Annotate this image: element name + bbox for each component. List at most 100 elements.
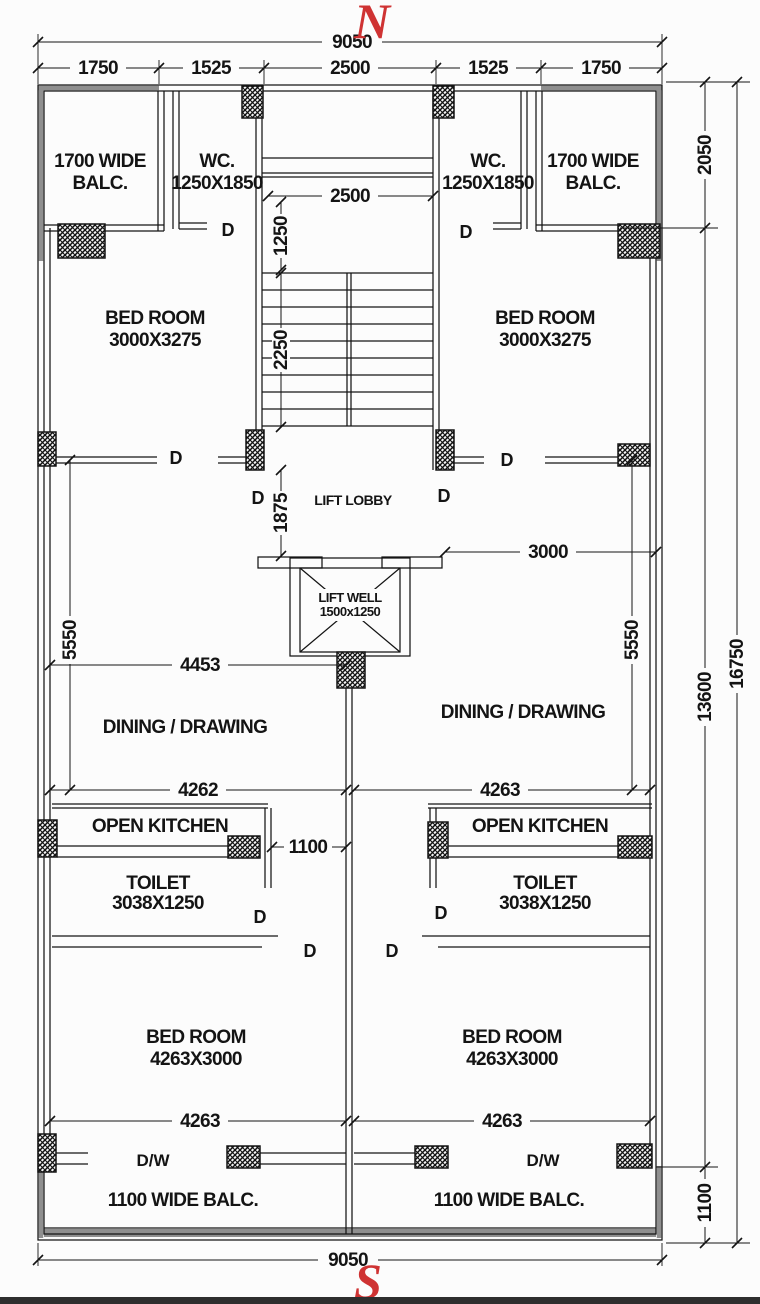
dim-seg-1750-right: 1750 xyxy=(581,58,621,79)
dining-right-label: DINING / DRAWING xyxy=(441,702,606,723)
column-hatch xyxy=(37,431,57,467)
south-indicator: S xyxy=(354,1253,382,1304)
dim-right-2050: 2050 xyxy=(695,135,716,175)
staircase xyxy=(262,272,433,427)
dim-kitchen-4263: 4263 xyxy=(480,780,520,801)
balcony-bottom-right-label: 1100 WIDE BALC. xyxy=(434,1190,584,1211)
outer-wall xyxy=(37,84,663,1241)
door-labels: D D D D D D D D D D xyxy=(170,220,514,961)
bedroom-bottom-right-label: BED ROOM xyxy=(462,1027,562,1048)
bedroom-top-left-label: BED ROOM xyxy=(105,308,205,329)
dim-landing-1250: 1250 xyxy=(271,216,292,256)
wc-right-label: WC. xyxy=(470,151,505,172)
door-label: D xyxy=(304,941,317,961)
dim-seg-1525-left: 1525 xyxy=(191,58,232,79)
dim-bedroom-4263-left: 4263 xyxy=(180,1111,220,1132)
column-hatch xyxy=(226,1145,261,1169)
bedroom-bottom-left-label: BED ROOM xyxy=(146,1027,246,1048)
column-hatch xyxy=(617,835,653,859)
north-indicator: N xyxy=(353,0,392,49)
stair-treads xyxy=(262,272,433,427)
photo-edge xyxy=(0,1297,760,1304)
door-label: D xyxy=(460,222,473,242)
bedroom-top-right-label: BED ROOM xyxy=(495,308,595,329)
dimension-labels: 9050 1750 1525 2500 1525 1750 2050 13600… xyxy=(60,32,748,1271)
door-label: D xyxy=(170,448,183,468)
lift-well-label: LIFT WELL xyxy=(318,590,382,605)
balcony-wall-gray xyxy=(38,85,662,1238)
toilet-right-size: 3038X1250 xyxy=(499,893,591,914)
dim-lobby-1875: 1875 xyxy=(271,492,292,533)
columns xyxy=(37,85,661,1173)
balcony-top-left-label2: BALC. xyxy=(72,173,127,194)
dim-dining-5550-left: 5550 xyxy=(60,620,81,660)
balcony-top-left-label: 1700 WIDE xyxy=(54,151,146,172)
column-hatch xyxy=(245,429,265,471)
column-hatch xyxy=(435,429,455,471)
wc-left-label: WC. xyxy=(199,151,234,172)
column-hatch xyxy=(37,1133,57,1173)
extension-lines xyxy=(37,34,750,1266)
dim-right-13600: 13600 xyxy=(695,672,716,722)
balcony-top-right-label2: BALC. xyxy=(565,173,620,194)
label-backgrounds xyxy=(61,32,746,1270)
dimension-ticks xyxy=(32,36,743,1266)
column-hatch xyxy=(616,1143,653,1169)
balcony-bottom-left-label: 1100 WIDE BALC. xyxy=(108,1190,258,1211)
dim-stair-2250: 2250 xyxy=(271,330,292,370)
dim-landing-2500: 2500 xyxy=(330,186,370,207)
column-hatch xyxy=(617,443,651,467)
column-hatch xyxy=(37,819,58,858)
wc-right-size: 1250X1850 xyxy=(442,173,534,194)
room-labels: 1700 WIDE BALC. 1700 WIDE BALC. WC. 1250… xyxy=(54,151,639,1211)
door-label: D xyxy=(501,450,514,470)
column-hatch xyxy=(241,85,264,119)
dim-seg-1750-left: 1750 xyxy=(78,58,118,79)
balcony-walls xyxy=(38,85,662,1238)
dim-seg-1525-right: 1525 xyxy=(468,58,509,79)
kitchen-right-label: OPEN KITCHEN xyxy=(472,816,608,837)
dw-left-label: D/W xyxy=(136,1151,170,1170)
dw-right-label: D/W xyxy=(526,1151,560,1170)
dim-total-width-bottom: 9050 xyxy=(328,1250,368,1271)
door-label: D xyxy=(438,486,451,506)
toilet-left-label: TOILET xyxy=(126,873,191,894)
bedroom-top-right-size: 3000X3275 xyxy=(499,330,592,351)
wc-left-size: 1250X1850 xyxy=(171,173,263,194)
lift-lobby-label: LIFT LOBBY xyxy=(314,492,393,508)
dim-kitchen-1100: 1100 xyxy=(289,837,328,858)
compass: N S xyxy=(353,0,392,1304)
dim-kitchen-4262: 4262 xyxy=(178,780,218,801)
column-hatch xyxy=(617,223,661,259)
dim-right-16750: 16750 xyxy=(727,639,748,689)
door-label: D xyxy=(254,907,267,927)
column-hatch xyxy=(414,1145,449,1169)
column-hatch xyxy=(227,835,261,859)
lift-well-size: 1500x1250 xyxy=(320,604,381,619)
dim-dining-5550-right: 5550 xyxy=(622,620,643,660)
outer-wall-inner-face xyxy=(43,90,657,1235)
dining-left-label: DINING / DRAWING xyxy=(103,717,268,738)
walls xyxy=(37,84,663,1241)
column-hatch xyxy=(427,821,449,859)
dim-lift-3000: 3000 xyxy=(528,542,568,563)
dim-total-width-top: 9050 xyxy=(332,32,372,53)
dim-right-1100: 1100 xyxy=(695,1184,716,1223)
door-label: D xyxy=(252,488,265,508)
lift-jamb-right xyxy=(381,556,443,569)
bedroom-bottom-left-size: 4263X3000 xyxy=(150,1049,242,1070)
balcony-top-right-label: 1700 WIDE xyxy=(547,151,639,172)
toilet-left-size: 3038X1250 xyxy=(112,893,204,914)
dim-dining-4453: 4453 xyxy=(180,655,220,676)
column-hatch xyxy=(57,223,106,259)
door-label: D xyxy=(222,220,235,240)
toilet-right-label: TOILET xyxy=(513,873,578,894)
dim-seg-2500-top: 2500 xyxy=(330,58,370,79)
bedroom-top-left-size: 3000X3275 xyxy=(109,330,202,351)
kitchen-left-label: OPEN KITCHEN xyxy=(92,816,228,837)
dim-bedroom-4263-right: 4263 xyxy=(482,1111,522,1132)
door-label: D xyxy=(386,941,399,961)
door-label: D xyxy=(435,903,448,923)
